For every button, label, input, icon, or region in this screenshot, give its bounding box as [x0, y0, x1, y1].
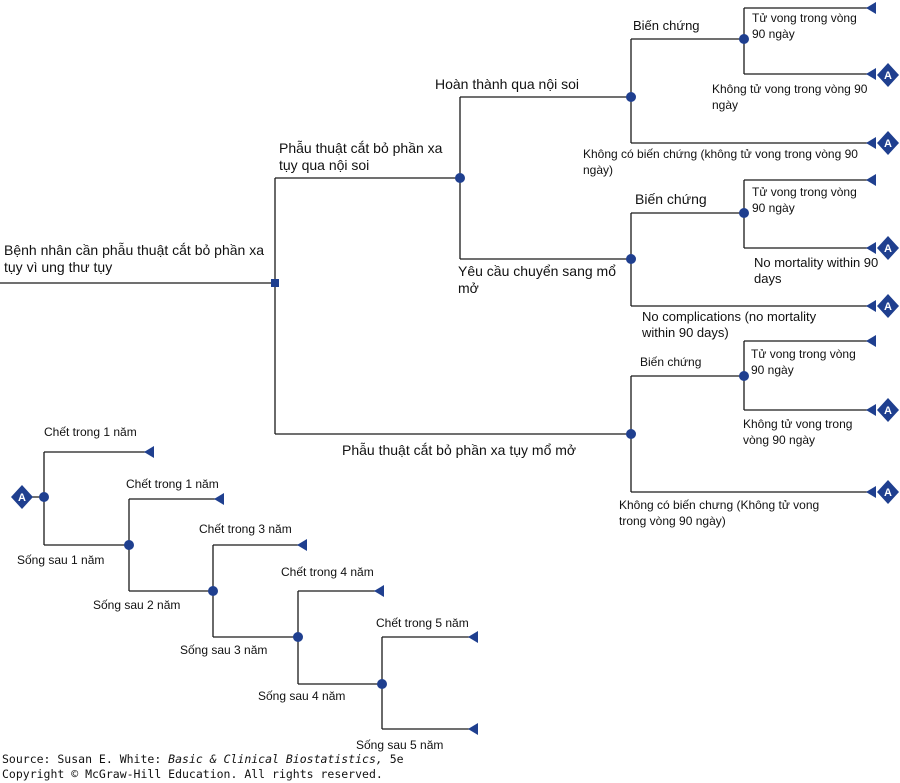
chance-node: [208, 586, 218, 596]
markov-die-4-label: Chết trong 4 năm: [281, 565, 374, 579]
terminal-node: [866, 137, 876, 149]
markov-node: A: [877, 63, 899, 87]
source-prefix: Source: Susan E. White:: [2, 752, 169, 766]
chance-node: [377, 679, 387, 689]
terminal-node: [468, 631, 478, 643]
markov-die-3-label: Chết trong 3 năm: [199, 522, 292, 536]
source-edition: 5e: [382, 752, 404, 766]
markov-live-4-label: Sống sau 4 năm: [258, 689, 345, 703]
lap-complete-label: Hoàn thành qua nội soi: [435, 76, 579, 92]
svg-text:A: A: [884, 138, 892, 150]
markov-live-3-label: Sống sau 3 năm: [180, 643, 267, 657]
lap-complete-comp-label: Biến chứng: [633, 18, 700, 33]
svg-text:A: A: [884, 301, 892, 313]
terminal-node: [866, 2, 876, 14]
source-book-title: Basic & Clinical Biostatistics,: [168, 752, 383, 766]
decision-node: [271, 279, 279, 287]
chance-node: [739, 371, 749, 381]
terminal-nodes: [144, 2, 876, 735]
chance-node: [626, 429, 636, 439]
copyright-line: Copyright © McGraw-Hill Education. All r…: [2, 767, 383, 781]
markov-node-start: A: [11, 485, 33, 509]
markov-die-5-label: Chết trong 5 năm: [376, 616, 469, 630]
svg-text:A: A: [884, 70, 892, 82]
open-comp-label: Biến chứng: [640, 355, 701, 369]
terminal-node: [866, 174, 876, 186]
svg-text:A: A: [884, 487, 892, 499]
markov-live-5-label: Sống sau 5 năm: [356, 738, 443, 752]
terminal-node: [866, 300, 876, 312]
terminal-node: [866, 242, 876, 254]
chance-node: [124, 540, 134, 550]
terminal-node: [866, 404, 876, 416]
terminal-node: [866, 486, 876, 498]
markov-node: A: [877, 294, 899, 318]
markov-die-2-label: Chết trong 1 năm: [126, 477, 219, 491]
svg-text:A: A: [884, 405, 892, 417]
terminal-node: [468, 723, 478, 735]
markov-node: A: [877, 131, 899, 155]
markov-die-1-label: Chết trong 1 năm: [44, 425, 137, 439]
markov-live-2-label: Sống sau 2 năm: [93, 598, 180, 612]
source-citation: Source: Susan E. White: Basic & Clinical…: [2, 752, 882, 782]
chance-node: [626, 92, 636, 102]
chance-node: [739, 34, 749, 44]
terminal-node: [214, 493, 224, 505]
markov-live-1-label: Sống sau 1 năm: [17, 553, 104, 567]
chance-node: [739, 208, 749, 218]
svg-text:A: A: [884, 243, 892, 255]
lap-convert-comp-label: Biến chứng: [635, 191, 707, 207]
chance-node: [626, 254, 636, 264]
chance-node: [455, 173, 465, 183]
lap-complete-nocomp-label: Không có biến chứng (không tử vong trong…: [583, 147, 858, 177]
markov-node: A: [877, 398, 899, 422]
terminal-node: [144, 446, 154, 458]
markov-node: A: [877, 236, 899, 260]
chance-node: [293, 632, 303, 642]
terminal-node: [374, 585, 384, 597]
terminal-node: [297, 539, 307, 551]
open-label: Phẫu thuật cắt bỏ phần xa tụy mổ mở: [342, 442, 576, 458]
markov-node: A: [877, 480, 899, 504]
svg-text:A: A: [18, 492, 26, 504]
terminal-node: [866, 68, 876, 80]
chance-node: [39, 492, 49, 502]
terminal-node: [866, 335, 876, 347]
chance-nodes: [39, 34, 749, 689]
source-line: Source: Susan E. White: Basic & Clinical…: [2, 752, 882, 767]
markov-nodes: A A A A A A A: [11, 63, 899, 509]
markov-labels: Chết trong 1 năm Sống sau 1 năm Chết tro…: [17, 425, 469, 752]
